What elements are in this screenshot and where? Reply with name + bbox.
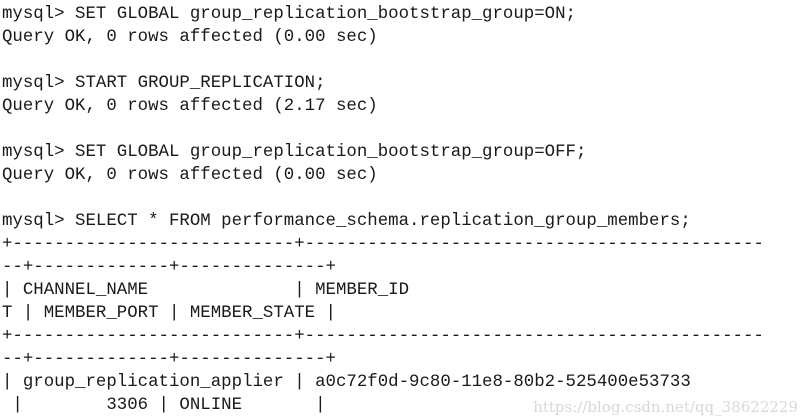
table-border-line: +---------------------------+-----------… bbox=[2, 235, 764, 254]
table-row-line: | 3306 | ONLINE | bbox=[2, 396, 326, 415]
table-border-line: --+-------------+--------------+ bbox=[2, 350, 336, 369]
table-border-line: +---------------------------+-----------… bbox=[2, 327, 764, 346]
result-line: Query OK, 0 rows affected (0.00 sec) bbox=[2, 28, 378, 47]
command-line: mysql> SET GLOBAL group_replication_boot… bbox=[2, 143, 587, 162]
table-border-line: --+-------------+--------------+ bbox=[2, 258, 336, 277]
command-line: mysql> START GROUP_REPLICATION; bbox=[2, 74, 326, 93]
command-line: mysql> SET GLOBAL group_replication_boot… bbox=[2, 5, 576, 24]
blank-line bbox=[2, 118, 808, 141]
result-line: Query OK, 0 rows affected (0.00 sec) bbox=[2, 166, 378, 185]
result-line: Query OK, 0 rows affected (2.17 sec) bbox=[2, 97, 378, 116]
blank-line bbox=[2, 187, 808, 210]
blank-line bbox=[2, 49, 808, 72]
terminal-output: mysql> SET GLOBAL group_replication_boot… bbox=[2, 3, 808, 420]
table-header-line: | CHANNEL_NAME | MEMBER_ID bbox=[2, 281, 410, 300]
watermark-text: https://blog.csdn.net/qq_38622229 bbox=[533, 398, 798, 416]
table-header-line: T | MEMBER_PORT | MEMBER_STATE | bbox=[2, 304, 336, 323]
table-row-line: | group_replication_applier | a0c72f0d-9… bbox=[2, 373, 691, 392]
command-line: mysql> SELECT * FROM performance_schema.… bbox=[2, 212, 691, 231]
